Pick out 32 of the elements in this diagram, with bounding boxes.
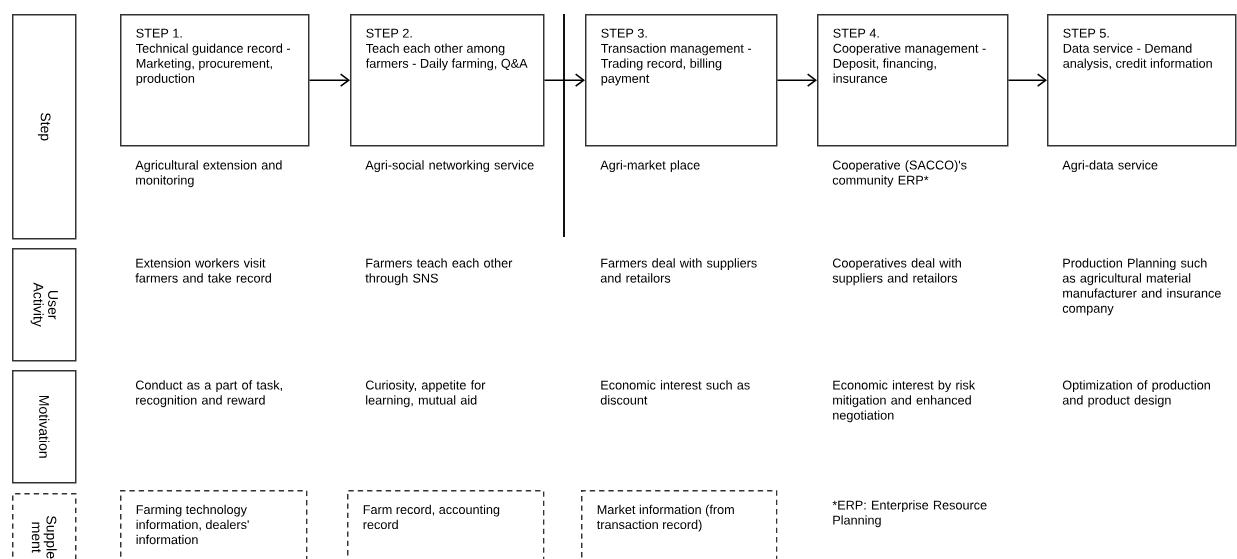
step-box: STEP 1. Technical guidance record - Marketing, procurement, production: [120, 14, 310, 147]
activity-text: Extension workers visit farmers and take record: [135, 258, 271, 283]
service-text: Agri-market place: [600, 160, 700, 173]
motivation-text: Curiosity, appetite for learning, mutual aid: [365, 380, 486, 408]
activity-text: Farmers teach each other through SNS: [365, 258, 513, 286]
row-header: User Activity: [12, 248, 77, 362]
arrow: [776, 73, 817, 88]
motivation-text: Economic interest by risk mitigation and enhanced negotiation: [833, 380, 976, 423]
service-text: Cooperative (SACCO)'s community ERP*: [832, 160, 967, 188]
motivation-text: Optimization of production and product design: [1062, 380, 1210, 408]
step-box: STEP 2. Teach each other among farmers - Daily farming, Q&A: [350, 14, 545, 147]
motivation-text: Economic interest such as discount: [600, 380, 750, 405]
step-box: STEP 3. Transaction management - Trading record, billing payment: [585, 14, 778, 147]
row-header: Motivation: [12, 370, 77, 484]
footnote: *ERP: Enterprise Resource Planning: [832, 500, 987, 528]
motivation-text: Conduct as a part of task, recognition and reward: [135, 380, 282, 408]
supplement-box: Farming technology information, dealers' information: [120, 490, 308, 559]
step-box: STEP 4. Cooperative management - Deposit, financing, insurance: [817, 14, 1009, 147]
step-box: STEP 5. Data service - Demand analysis, credit information: [1047, 14, 1237, 147]
arrow: [1007, 73, 1047, 88]
activity-text: Production Planning such as agricultural material manufacturer and insurance company: [1062, 258, 1221, 316]
arrow: [543, 73, 585, 88]
supplement-box: Farm record, accounting record: [347, 490, 545, 559]
activity-text: Farmers deal with suppliers and retailors: [600, 258, 757, 283]
row-header: Step: [12, 14, 77, 240]
service-text: Agricultural extension and monitoring: [135, 160, 282, 188]
service-text: Agri-social networking service: [365, 160, 534, 173]
supplement-box: Market information (from transaction record): [581, 490, 778, 559]
service-text: Agri-data service: [1062, 160, 1158, 173]
arrow: [308, 73, 350, 88]
row-header: Supple ment: [12, 493, 77, 559]
activity-text: Cooperatives deal with suppliers and retailors: [832, 258, 961, 286]
